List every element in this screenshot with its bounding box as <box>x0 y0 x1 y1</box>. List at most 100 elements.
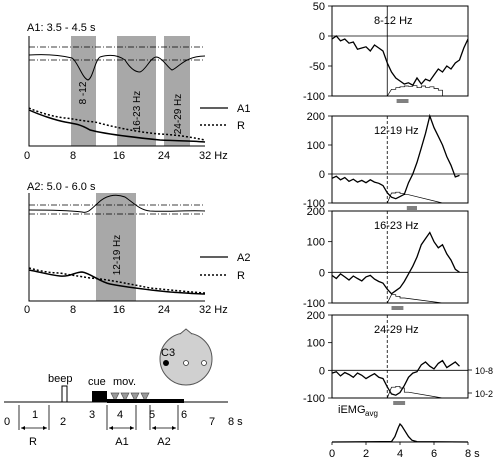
spectrum-r-line-a2 <box>28 267 206 294</box>
segment-a2-label: A2 <box>157 436 170 448</box>
axis-a1 <box>28 36 205 147</box>
segment-a1-label: A1 <box>115 436 128 448</box>
timeline-tick-7: 7 <box>209 416 215 428</box>
analysis-window-bar <box>393 401 406 405</box>
band-a1-3 <box>164 36 190 146</box>
significance-histogram <box>386 385 443 399</box>
arrowhead <box>109 426 113 430</box>
legend-a1-label: A1 <box>237 103 250 115</box>
ytick-label: 200 <box>307 111 325 123</box>
spectrum-a1-line <box>28 109 206 143</box>
head-outline <box>159 332 213 386</box>
spectrum-a1-title: A1: 3.5 - 4.5 s <box>27 22 96 34</box>
panel-title: 24-29 Hz <box>374 324 419 336</box>
arrowhead <box>172 426 176 430</box>
head-diagram: C3 <box>159 328 213 386</box>
band-a1-1 <box>71 36 96 146</box>
ytick-label: -100 <box>303 198 325 210</box>
iemg-xtick-label: 2 <box>363 448 369 460</box>
beep-marker <box>61 385 68 403</box>
legend-a1-r-label: R <box>237 120 245 132</box>
significance-histogram <box>386 294 443 304</box>
legend-a2-r-label: R <box>237 270 245 282</box>
panel-title: 8-12 Hz <box>374 15 413 27</box>
ytick-label: -100 <box>303 393 325 405</box>
ytick-label: 200 <box>307 206 325 218</box>
timeline-bar-a2 <box>149 399 184 403</box>
spectrum-a2-line <box>28 269 206 295</box>
timeline-tick-5: 5 <box>149 409 155 421</box>
band-label-a1-1: 8 -12 <box>78 81 89 104</box>
right-tick-label: 10-2 <box>475 389 493 399</box>
ytick-label: -50 <box>309 61 325 73</box>
panel-frame <box>331 314 469 399</box>
spectrum-a1: A1: 3.5 - 4.5 s 8 -12 16-23 Hz 24-29 Hz … <box>24 22 251 162</box>
band-label-a1-2: 16-23 Hz <box>132 91 143 132</box>
ytick-label: 0 <box>319 365 325 377</box>
electrode-dot <box>201 360 207 366</box>
erd-series-line <box>331 113 460 200</box>
cue-label: cue <box>88 376 106 388</box>
head-nose <box>179 328 193 335</box>
iemg-title: iEMG <box>338 404 366 416</box>
iemg-xtick-label: 4 <box>397 448 403 460</box>
ytick-label: -100 <box>303 91 325 103</box>
arrowhead <box>43 426 47 430</box>
xtick-a2-24: 24 <box>158 304 170 316</box>
iemg-title-sub: avg <box>365 409 378 418</box>
movement-triangle <box>140 392 150 402</box>
mov-label: mov. <box>113 376 136 388</box>
xtick-a2-16: 16 <box>113 304 125 316</box>
panel-frame <box>331 210 469 304</box>
erd-series-line <box>331 231 460 295</box>
significance-histogram <box>387 85 443 97</box>
electrode-c3-label: C3 <box>161 347 175 359</box>
band-label-a2-1: 12-19 Hz <box>112 235 123 276</box>
segment-r-label: R <box>29 436 37 448</box>
timeline-bar-a1 <box>107 399 150 403</box>
panel-frame <box>331 5 469 97</box>
xtick-a2-8: 8 <box>70 304 76 316</box>
spectrum-a2: A2: 5.0 - 6.0 s 12-19 Hz 0 8 16 24 32 Hz… <box>24 181 251 316</box>
arrowhead <box>152 426 156 430</box>
xtick-a1-8: 8 <box>70 150 76 162</box>
spectrum-a2-title: A2: 5.0 - 6.0 s <box>27 181 96 193</box>
panel-title: 12-19 Hz <box>374 125 419 137</box>
erd-series-line <box>331 359 460 396</box>
arrowhead <box>21 426 25 430</box>
cue-marker <box>92 391 107 402</box>
ytick-label: 0 <box>319 169 325 181</box>
spectrum-r-line-a1 <box>28 107 206 141</box>
xtick-a1-32: 32 Hz <box>199 150 228 162</box>
xtick-a2-32: 32 Hz <box>199 304 228 316</box>
band-a1-2 <box>117 36 156 146</box>
xtick-a1-24: 24 <box>158 150 170 162</box>
timeline-tick-1: 1 <box>32 409 38 421</box>
xtick-a2-0: 0 <box>24 304 30 316</box>
ratio-curve-a2 <box>28 194 206 213</box>
ytick-label: 100 <box>307 338 325 350</box>
band-a2-1 <box>96 193 136 301</box>
iemg-trace <box>331 422 469 443</box>
electrode-c3-dot <box>163 360 169 366</box>
xtick-a1-16: 16 <box>113 150 125 162</box>
timeline-tick-4: 4 <box>117 409 123 421</box>
movement-triangle <box>120 392 130 402</box>
timeline-tick-2: 2 <box>60 416 66 428</box>
beep-label: beep <box>48 373 72 385</box>
iemg-xtick-label: 0 <box>329 448 335 460</box>
panel-title: 16-23 Hz <box>374 220 419 232</box>
ytick-label: 0 <box>319 31 325 43</box>
band-label-a1-3: 24-29 Hz <box>173 94 184 135</box>
significance-histogram <box>386 191 443 204</box>
analysis-window-bar <box>391 306 404 310</box>
xtick-a1-0: 0 <box>24 150 30 162</box>
timeline-tick-8: 8 s <box>228 416 243 428</box>
movement-triangle <box>110 392 120 402</box>
arrowhead <box>130 426 134 430</box>
axis-a2 <box>28 193 205 302</box>
